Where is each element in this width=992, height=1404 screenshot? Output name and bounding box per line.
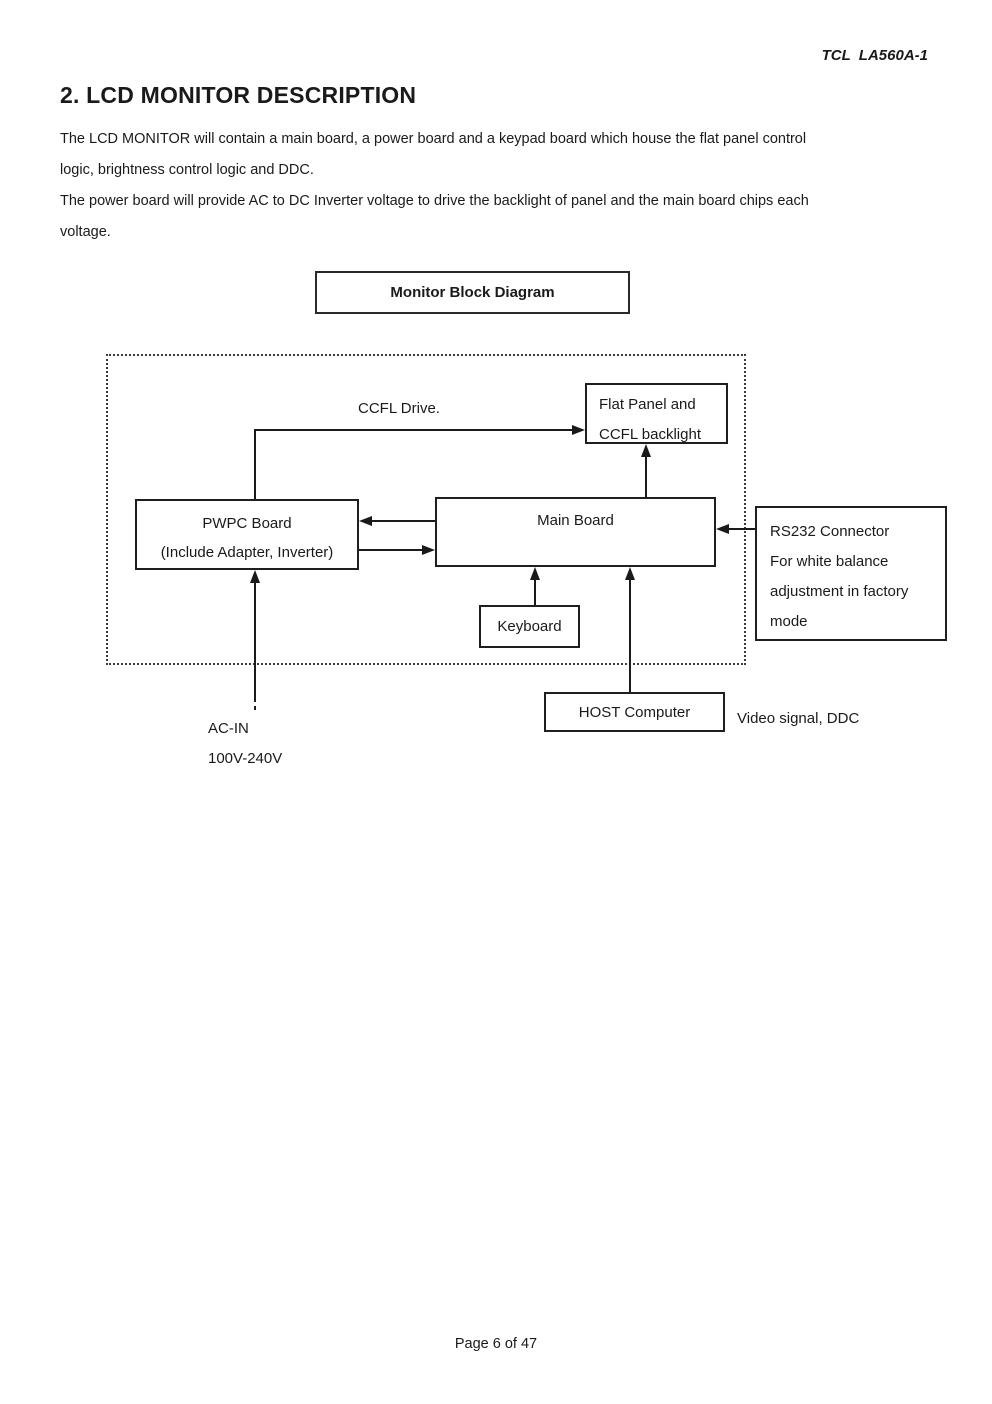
node-keyboard-label: Keyboard bbox=[497, 618, 562, 635]
label-ac-in: AC-IN 100V-240V bbox=[208, 714, 282, 774]
page-footer: Page 6 of 47 bbox=[454, 1336, 538, 1352]
node-rs232-connector: RS232 Connector For white balance adjust… bbox=[755, 506, 947, 641]
section-heading: 2. LCD MONITOR DESCRIPTION bbox=[60, 82, 417, 108]
paragraph: The LCD MONITOR will contain a main boar… bbox=[60, 124, 940, 186]
diagram-title: Monitor Block Diagram bbox=[390, 284, 555, 301]
paragraph-line: The LCD MONITOR will contain a main boar… bbox=[60, 131, 807, 147]
paragraph-line: logic, brightness control logic and DDC. bbox=[60, 162, 314, 178]
node-host-label: HOST Computer bbox=[578, 703, 691, 721]
node-pwpc-line1: PWPC Board bbox=[202, 515, 292, 532]
node-flat-panel-line1: Flat Panel and bbox=[599, 396, 696, 413]
paragraph-line: voltage. bbox=[60, 224, 111, 240]
paragraph-line: The power board will provide AC to DC In… bbox=[60, 193, 809, 209]
node-flat-panel-line2: CCFL backlight bbox=[599, 426, 701, 443]
diagram-title-box: Monitor Block Diagram bbox=[315, 271, 630, 314]
document-id-header: TCL LA560A-1 bbox=[821, 47, 928, 64]
node-rs232-line1: RS232 Connector bbox=[770, 523, 890, 540]
node-rs232-line3: adjustment in factory bbox=[770, 583, 909, 600]
node-keyboard: Keyboard bbox=[479, 605, 580, 648]
node-rs232-line2: For white balance bbox=[770, 553, 889, 570]
node-main-board: Main Board bbox=[435, 497, 716, 567]
node-main-board-label: Main Board bbox=[537, 512, 614, 529]
label-ccfl-drive: CCFL Drive. bbox=[358, 400, 440, 417]
label-video-signal: Video signal, DDC bbox=[737, 710, 860, 727]
node-rs232-line4: mode bbox=[770, 613, 808, 630]
label-ac-in-line1: AC-IN bbox=[208, 720, 249, 737]
node-flat-panel: Flat Panel and CCFL backlight bbox=[585, 383, 728, 444]
node-host-computer: HOST Computer bbox=[544, 692, 725, 732]
label-ac-in-line2: 100V-240V bbox=[208, 750, 283, 767]
node-pwpc-board: PWPC Board (Include Adapter, Inverter) bbox=[135, 499, 359, 570]
diagram-dotted-boundary bbox=[106, 354, 746, 665]
paragraph: The power board will provide AC to DC In… bbox=[60, 186, 940, 248]
body-text: The LCD MONITOR will contain a main boar… bbox=[60, 124, 940, 248]
node-pwpc-line2: (Include Adapter, Inverter) bbox=[160, 544, 334, 561]
